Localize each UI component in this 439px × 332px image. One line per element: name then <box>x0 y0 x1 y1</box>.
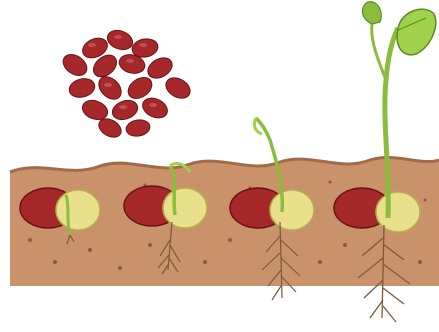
bean-pile <box>59 27 194 141</box>
